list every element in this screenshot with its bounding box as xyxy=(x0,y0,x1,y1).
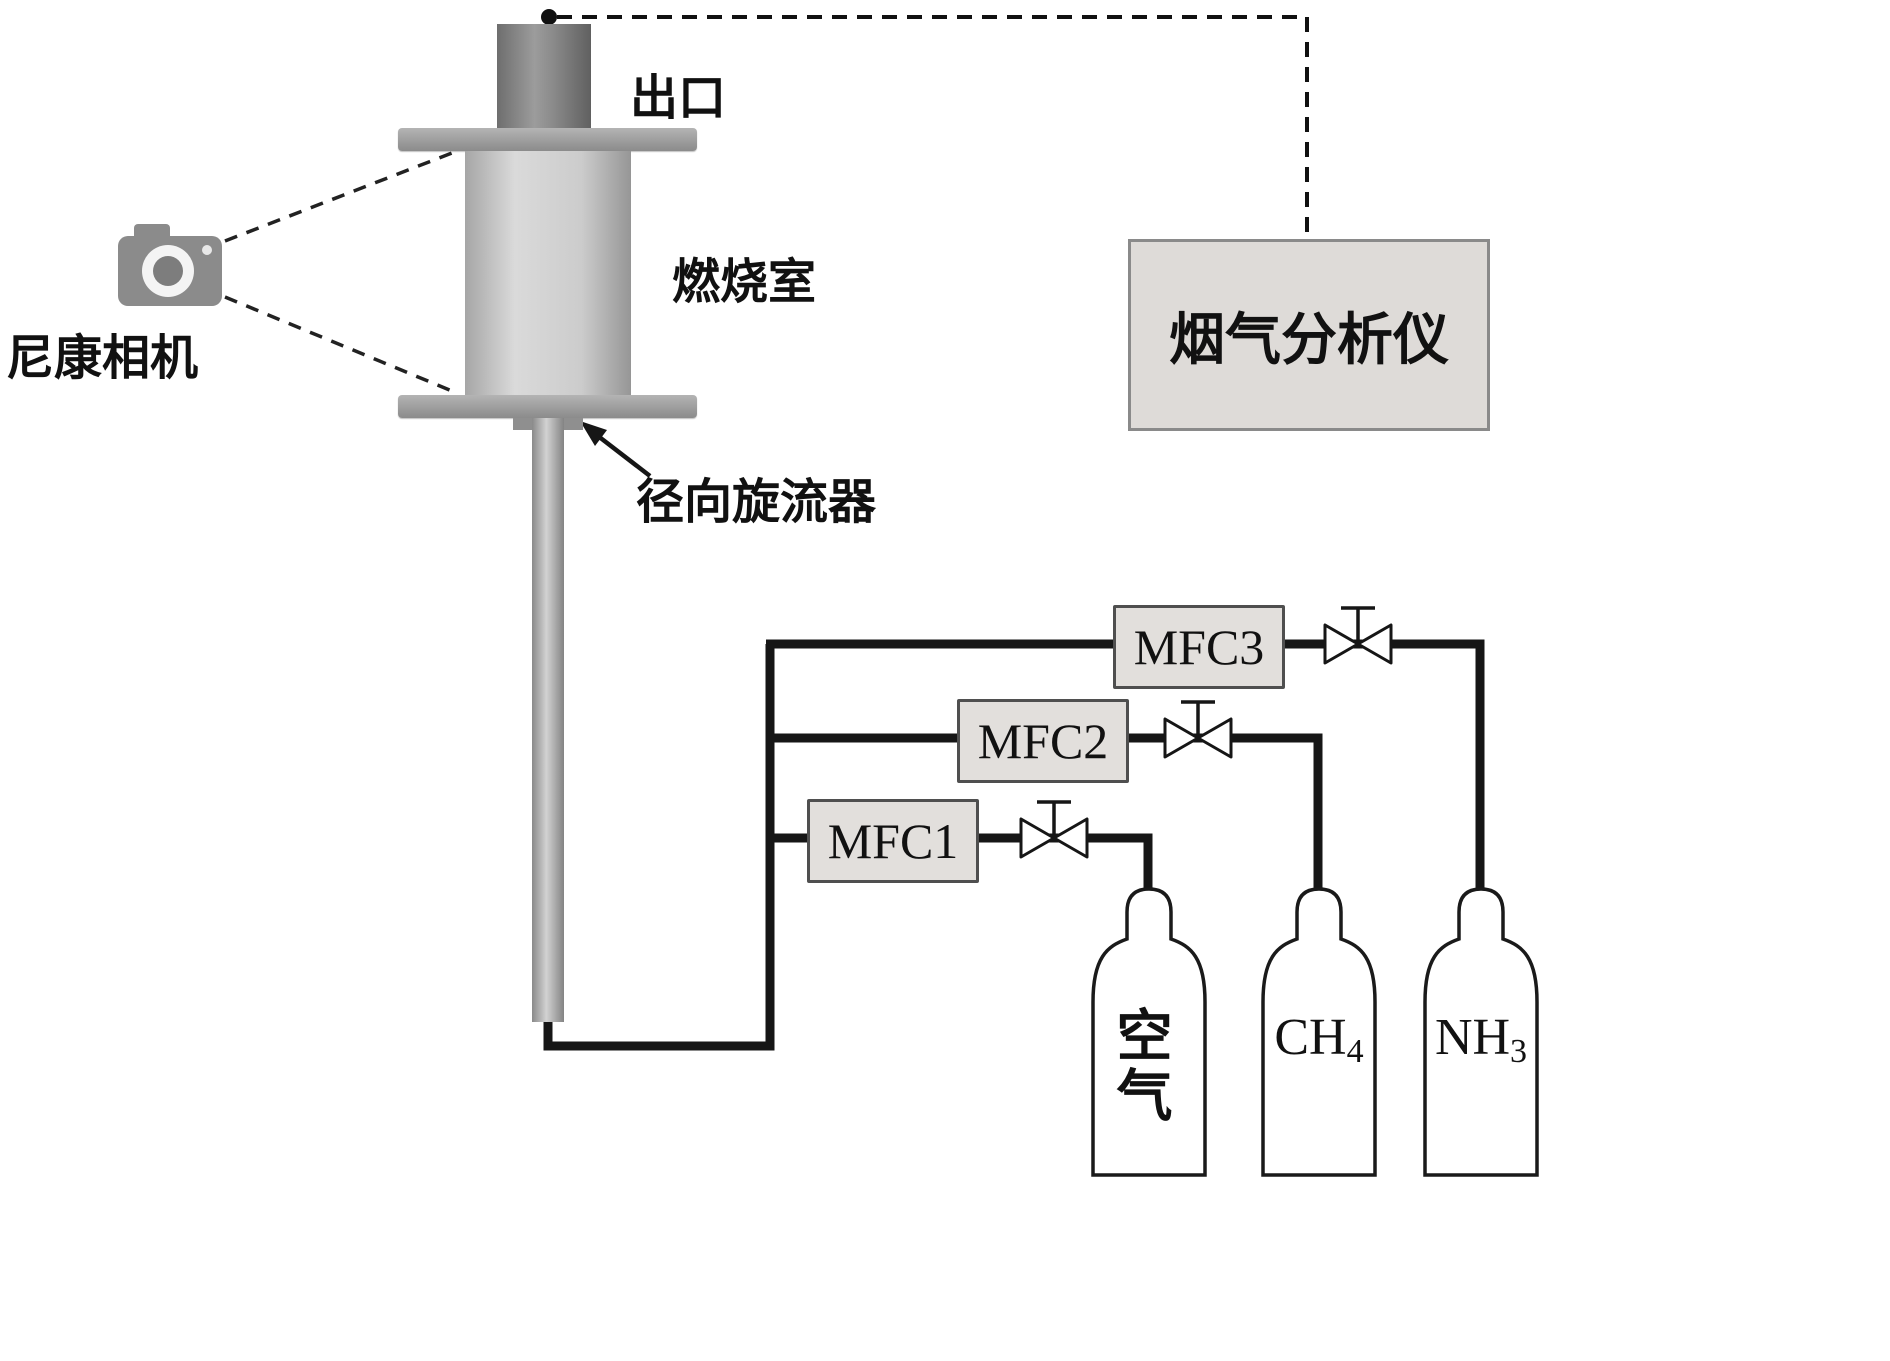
camera-flash-dot xyxy=(202,245,212,255)
valve-mfc3-icon xyxy=(1323,606,1393,665)
cylinder-air xyxy=(1091,887,1207,1177)
mfc2-box: MFC2 xyxy=(957,699,1129,783)
camera-label: 尼康相机 xyxy=(6,332,199,385)
valve-right-triangle xyxy=(1356,623,1393,665)
ch4-subscript: 4 xyxy=(1346,1033,1364,1070)
valve-mfc1-icon xyxy=(1019,800,1089,859)
analyzer-label: 烟气分析仪 xyxy=(1169,309,1449,372)
valve-stem xyxy=(1181,700,1215,738)
pipe-manifold xyxy=(543,644,775,1051)
camera-sightline-lower xyxy=(224,295,453,393)
burner-tube xyxy=(532,418,564,1022)
nh3-main: NH xyxy=(1434,1009,1511,1066)
swirler-label: 径向旋流器 xyxy=(636,476,877,529)
valve-left-triangle xyxy=(1163,717,1200,759)
air-cylinder-label: 空气 xyxy=(1108,1006,1170,1126)
valve-right-triangle xyxy=(1196,717,1233,759)
valve-stem xyxy=(1341,606,1375,644)
chamber-label: 燃烧室 xyxy=(672,256,817,309)
valve-right-triangle xyxy=(1052,817,1089,859)
mfc3-label: MFC3 xyxy=(1133,619,1265,675)
outlet-pipe xyxy=(497,24,591,132)
swirler-arrow-head xyxy=(580,421,607,446)
cylinder-ch4 xyxy=(1261,887,1377,1177)
flue-gas-analyzer-box: 烟气分析仪 xyxy=(1128,239,1490,431)
mfc2-label: MFC2 xyxy=(977,713,1109,769)
valve-left-triangle xyxy=(1323,623,1360,665)
analyzer-sample-line xyxy=(557,15,1309,239)
gas-cylinders xyxy=(1091,887,1539,1177)
gas-piping xyxy=(543,639,1485,1051)
swirler-arrow-shaft xyxy=(596,434,652,478)
camera-sightline-upper xyxy=(224,151,453,243)
outlet-label: 出口 xyxy=(630,72,727,125)
mfc1-label: MFC1 xyxy=(827,813,959,869)
combustion-chamber xyxy=(465,151,631,397)
nh3-subscript: 3 xyxy=(1510,1033,1528,1070)
valve-stem xyxy=(1037,800,1071,838)
pipe-mfc3-out xyxy=(1278,639,1485,900)
top-flange xyxy=(398,128,697,151)
ch4-main: CH xyxy=(1274,1009,1347,1066)
swirler-arrow xyxy=(580,421,652,478)
sample-probe-dot xyxy=(541,9,557,25)
camera-lens-center xyxy=(153,256,183,286)
valve-left-triangle xyxy=(1019,817,1056,859)
bottom-flange xyxy=(398,395,697,418)
mfc1-box: MFC1 xyxy=(807,799,979,883)
camera-icon xyxy=(118,224,222,306)
valve-mfc2-icon xyxy=(1163,700,1233,759)
mfc3-box: MFC3 xyxy=(1113,605,1285,689)
cylinder-nh3 xyxy=(1423,887,1539,1177)
pipe-mfc1-out xyxy=(971,833,1153,900)
